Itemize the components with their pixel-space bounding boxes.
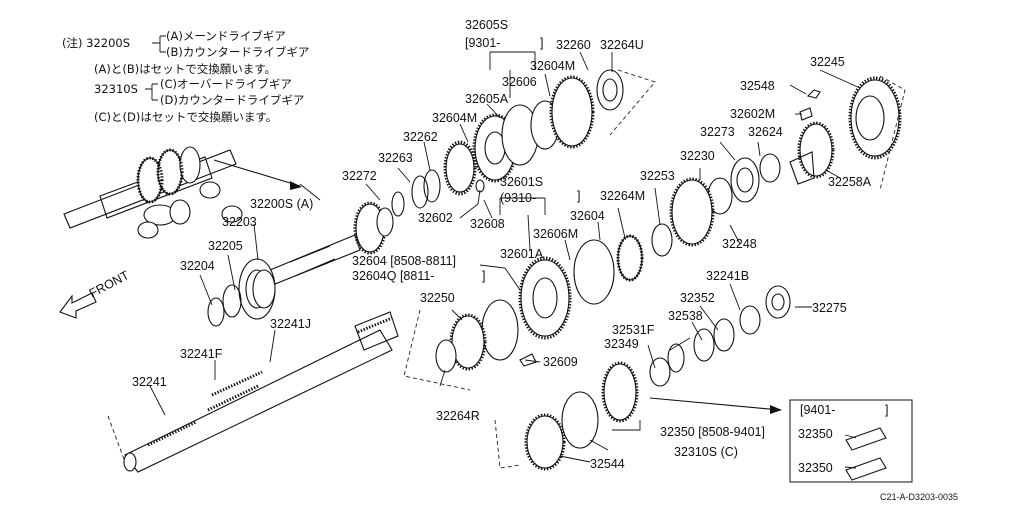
label-32250: 32250 [420,291,455,305]
main-shaft-32241 [107,311,399,473]
label-32352: 32352 [680,291,715,305]
label-32350-b: 32350 [798,461,833,475]
overdrive-gear-group [494,285,791,471]
leader-lines [149,51,861,469]
note-brace-1 [152,35,166,53]
label-32275: 32275 [812,301,847,315]
bearing-32203 [238,258,276,320]
note-line-1-prefix: (注) 32200S [62,36,130,50]
label-32606M: 32606M [533,227,578,241]
label-32241F: 32241F [180,347,223,361]
main-drive-gear-32200S [269,201,394,285]
label-32604Q: 32604Q [8811- [352,269,434,283]
label-32264M: 32264M [600,189,645,203]
notes-block: (注) 32200S (A)メーンドライブギア (B)カウンタードライブギア (… [62,29,309,124]
label-32602: 32602 [418,211,453,225]
upper-gear-row [391,69,656,217]
label-32248: 32248 [722,237,757,251]
label-32602M: 32602M [730,107,775,121]
label-32253: 32253 [640,169,675,183]
label-32604Q-end: ] [482,269,485,283]
label-32230: 32230 [680,149,715,163]
label-32608: 32608 [470,217,505,231]
note-line-4: (C)と(D)はセットで交換願います。 [94,110,277,124]
label-32205: 32205 [208,239,243,253]
label-32349: 32349 [604,337,639,351]
label-32604M-left: 32604M [432,111,477,125]
label-32264U: 32264U [600,38,644,52]
label-32262: 32262 [403,130,438,144]
note-brace-2 [145,83,158,101]
label-32203: 32203 [222,215,257,229]
label-9401: [9401- [800,403,835,417]
label-32624: 32624 [748,125,783,139]
label-32263: 32263 [378,151,413,165]
label-32601A: 32601A [500,247,544,261]
front-direction-indicator: FRONT [59,268,132,319]
label-32604-range: 32604 [8508-8811] [352,254,456,268]
note-line-3-prefix: 32310S [94,82,138,96]
label-32310S-C: 32310S (C) [674,445,738,459]
label-32258A: 32258A [828,175,872,189]
transmission-overview-drawing [63,146,302,239]
note-line-1a: (A)メーンドライブギア [166,29,286,43]
label-9310: (9310- [500,191,536,205]
label-32531F: 32531F [612,323,655,337]
label-9310-end: ] [577,189,580,203]
front-label: FRONT [87,268,132,301]
label-32604M-upper: 32604M [530,59,575,73]
label-32241B: 32241B [706,269,749,283]
label-32350-a: 32350 [798,427,833,441]
snap-rings-32204-32205 [207,284,242,327]
label-32538: 32538 [668,309,703,323]
note-line-2: (A)と(B)はセットで交換願います。 [94,62,276,76]
label-32605A: 32605A [465,92,509,106]
countershaft-group [403,75,906,391]
label-32260: 32260 [556,38,591,52]
label-32272: 32272 [342,169,377,183]
label-32609: 32609 [543,355,578,369]
note-line-3a: (C)オーバードライブギア [160,77,292,91]
label-32350-range: 32350 [8508-9401] [660,425,765,439]
label-32241J: 32241J [270,317,311,331]
note-line-1b: (B)カウンタードライブギア [166,45,309,59]
label-32548: 32548 [740,79,775,93]
label-32273: 32273 [700,125,735,139]
label-32604: 32604 [570,209,605,223]
label-9401-end: ] [885,403,888,417]
label-32264R: 32264R [436,409,480,423]
label-32200S-A: 32200S (A) [250,197,313,211]
label-9301-end: ] [540,36,543,50]
part-labels: 32605S [9301- ] 32260 32264U 32604M 3260… [132,18,958,502]
label-32241: 32241 [132,375,167,389]
note-line-3b: (D)カウンタードライブギア [160,93,304,107]
diagram-code: C21-A-D3203-0035 [880,492,958,502]
label-32606: 32606 [502,75,537,89]
label-32601S: 32601S [500,175,543,189]
inset-9401 [789,399,913,483]
label-32605S: 32605S [465,18,508,32]
label-9301: [9301- [465,36,500,50]
label-32204: 32204 [180,259,215,273]
label-32245: 32245 [810,55,845,69]
label-32544: 32544 [590,457,625,471]
